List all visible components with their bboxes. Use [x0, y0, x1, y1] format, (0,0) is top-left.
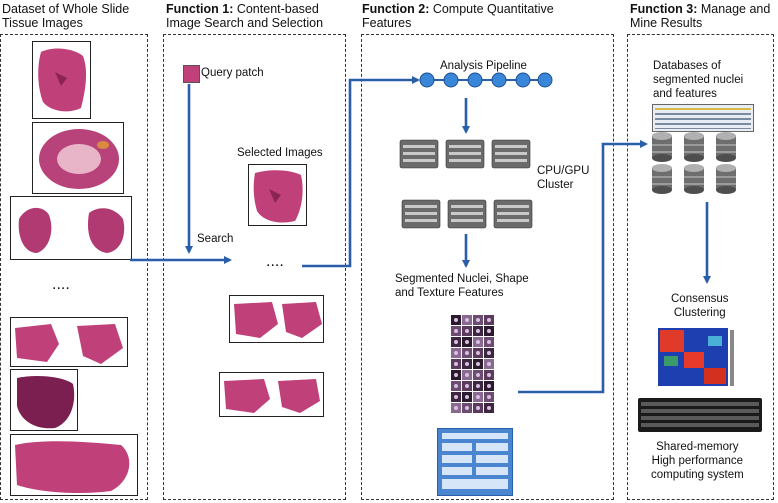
nucleus-dot — [454, 329, 458, 333]
server-cluster-icon — [399, 139, 533, 229]
nucleus-dot — [454, 362, 458, 366]
database-cylinder — [716, 164, 736, 194]
nucleus-dot — [454, 318, 458, 322]
nucleus-dot — [465, 318, 469, 322]
tissue-slide-image — [32, 122, 124, 194]
nucleus-dot — [487, 406, 491, 410]
nucleus-dot — [454, 384, 458, 388]
search-label: Search — [197, 233, 234, 245]
database-table-screenshot — [652, 104, 754, 132]
nucleus-dot — [476, 351, 480, 355]
database-cylinder — [652, 164, 672, 194]
nucleus-dot — [487, 362, 491, 366]
nucleus-dot — [487, 384, 491, 388]
nucleus-dot — [476, 340, 480, 344]
query-patch-label: Query patch — [201, 67, 264, 79]
nucleus-dot — [487, 318, 491, 322]
nucleus-dot — [465, 395, 469, 399]
database-icon — [652, 132, 736, 194]
nucleus-dot — [476, 395, 480, 399]
dataset-ellipsis: .... — [52, 276, 70, 293]
pipeline-node-icon — [491, 72, 507, 88]
nucleus-dot — [476, 373, 480, 377]
nucleus-dot — [476, 362, 480, 366]
pipeline-node-icon — [537, 72, 553, 88]
pipeline-chain — [419, 72, 553, 88]
pipeline-node-icon — [515, 72, 531, 88]
nucleus-dot — [487, 329, 491, 333]
tissue-slide-image — [10, 196, 132, 260]
tissue-slide-image — [10, 369, 78, 431]
nucleus-dot — [454, 340, 458, 344]
tissue-slide-image — [32, 41, 91, 119]
nucleus-dot — [487, 395, 491, 399]
nucleus-dot — [487, 340, 491, 344]
pipeline-node-icon — [419, 72, 435, 88]
nuclei-grid-icon — [450, 311, 496, 415]
tissue-slide-image — [229, 295, 324, 343]
database-cylinder — [652, 132, 672, 162]
hpc-rack-icon — [638, 398, 762, 432]
heatmap-icon — [658, 328, 734, 386]
nucleus-dot — [465, 384, 469, 388]
nucleus-dot — [476, 384, 480, 388]
database-cylinder — [716, 132, 736, 162]
arrow-selection-to-pipeline — [302, 76, 420, 268]
nucleus-dot — [454, 373, 458, 377]
nucleus-dot — [465, 373, 469, 377]
nucleus-dot — [465, 351, 469, 355]
tissue-slide-image — [10, 317, 128, 367]
arrow-features-to-databases — [518, 140, 648, 394]
nucleus-dot — [454, 351, 458, 355]
nucleus-dot — [465, 340, 469, 344]
nucleus-dot — [487, 351, 491, 355]
query-patch-icon — [183, 65, 200, 83]
tissue-slide-image — [219, 372, 324, 417]
nucleus-dot — [487, 373, 491, 377]
nucleus-dot — [454, 406, 458, 410]
nucleus-dot — [454, 395, 458, 399]
pipeline-software-screenshot — [437, 428, 513, 496]
database-cylinder — [684, 132, 704, 162]
nucleus-dot — [476, 329, 480, 333]
selected-ellipsis: .... — [266, 253, 284, 270]
nucleus-dot — [476, 406, 480, 410]
nucleus-dot — [465, 406, 469, 410]
dataset-panel — [0, 34, 148, 500]
tissue-slide-image — [10, 434, 138, 496]
pipeline-node-icon — [467, 72, 483, 88]
analysis-pipeline-label: Analysis Pipeline — [440, 60, 527, 72]
function3-panel — [627, 34, 774, 500]
tissue-slide-image — [248, 164, 307, 226]
function2-panel — [361, 34, 614, 500]
nucleus-dot — [476, 318, 480, 322]
selected-images-label: Selected Images — [237, 147, 323, 159]
nucleus-dot — [465, 362, 469, 366]
nucleus-dot — [465, 329, 469, 333]
database-cylinder — [684, 164, 704, 194]
pipeline-node-icon — [443, 72, 459, 88]
